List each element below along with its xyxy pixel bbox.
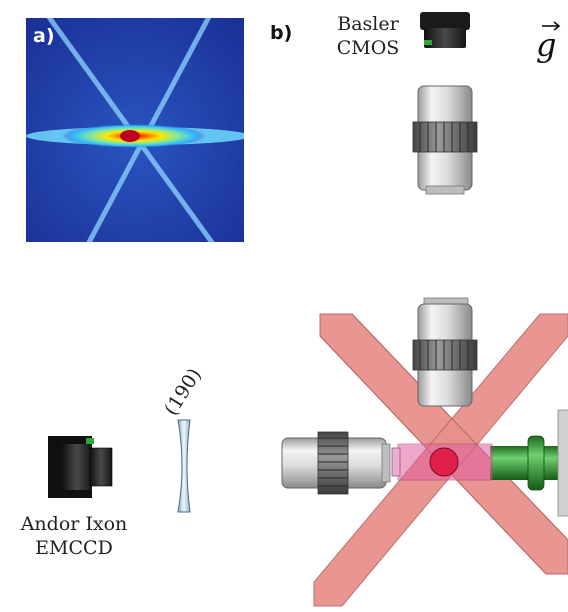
lens-focal-label: (190) [160,364,206,420]
basler-camera-label: Basler CMOS [318,12,418,60]
basler-camera-icon [420,12,470,48]
upper-objective [412,85,478,195]
vacuum-tube [490,409,568,517]
lower-objective [412,297,478,407]
crossed-laser-beams [313,313,568,607]
basler-camera-type: CMOS [336,37,400,59]
glass-cell [391,443,493,481]
gravity-arrow-icon [542,21,561,31]
fluorescence-image [26,18,244,242]
basler-camera-name: Basler [337,13,399,35]
panel-b-label: b) [270,22,293,44]
cloud-core [120,130,140,142]
atom-cloud-marker [429,447,459,477]
lens [177,419,191,513]
fluorescence-image-panel: a) [26,18,244,242]
andor-camera-name: Andor Ixon [20,513,128,535]
gravity-vector: g [530,18,566,68]
andor-camera-icon [48,436,113,498]
andor-camera-type: EMCCD [35,537,113,559]
panel-a-label: a) [33,25,55,47]
gravity-symbol: g [536,26,557,64]
horizontal-objective [281,431,391,495]
andor-camera-label: Andor Ixon EMCCD [4,512,144,560]
